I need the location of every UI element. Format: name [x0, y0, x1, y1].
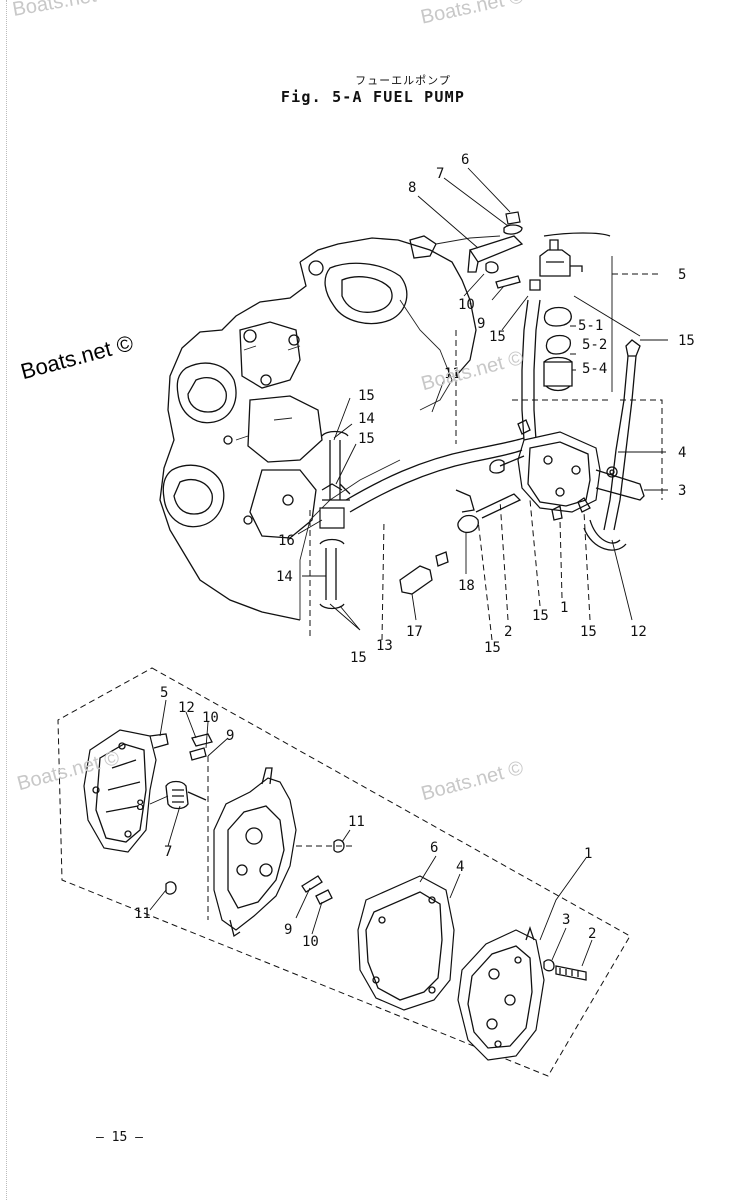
pump-housing-part: [213, 767, 297, 938]
callout-13: 13: [376, 638, 393, 654]
callout-9: 9: [477, 316, 485, 332]
callout-5-2: 5-2: [582, 337, 607, 353]
pump-base-part: [457, 925, 545, 1061]
callout-4: 4: [678, 445, 686, 461]
figure-title: Fig. 5-A FUEL PUMP: [280, 88, 466, 106]
callout-5-4: 5-4: [582, 361, 607, 377]
callout-labels-upper: 6 7 8 5 10 9 15 5-1 5-2 5-4 15 11 4 3 15…: [276, 152, 695, 666]
callout-leaders-lower: [149, 699, 593, 967]
callout-15: 15: [350, 650, 367, 666]
exploded-view-frame: [57, 667, 631, 1077]
gasket-part: [357, 875, 455, 1011]
callout-15: 15: [358, 388, 375, 404]
callout-15: 15: [484, 640, 501, 656]
page-edge-dots: [6, 0, 8, 1200]
callout-14: 14: [276, 569, 293, 585]
callout-labels-lower: 5 12 10 9 8 7 11 11 9 10 6 4 1 3 2: [134, 685, 596, 950]
screw-and-washer-parts: [543, 959, 587, 981]
callout-2: 2: [588, 926, 596, 942]
callout-5-1: 5-1: [578, 318, 603, 334]
callout-8: 8: [408, 180, 416, 196]
callout-5: 5: [678, 267, 686, 283]
callout-10: 10: [458, 297, 475, 313]
pump-cover-part: [83, 729, 169, 853]
callout-16: 16: [278, 533, 295, 549]
callout-3: 3: [562, 912, 570, 928]
callout-6: 6: [461, 152, 469, 168]
callout-18: 18: [458, 578, 475, 594]
callout-15: 15: [489, 329, 506, 345]
callout-12: 12: [178, 700, 195, 716]
callout-7: 7: [164, 844, 172, 860]
callout-14: 14: [358, 411, 375, 427]
callout-15: 15: [678, 333, 695, 349]
callout-1: 1: [584, 846, 592, 862]
callout-11: 11: [348, 814, 365, 830]
callout-9: 9: [284, 922, 292, 938]
callout-15: 15: [532, 608, 549, 624]
figure-title-japanese: フューエルポンプ: [355, 75, 451, 87]
callout-4: 4: [456, 859, 464, 875]
callout-17: 17: [406, 624, 423, 640]
diaphragm-spring-parts: [165, 733, 213, 810]
callout-12: 12: [630, 624, 647, 640]
callout-10: 10: [202, 710, 219, 726]
check-valve-parts: [165, 839, 345, 905]
fuel-hose-13: [319, 430, 525, 610]
callout-6: 6: [430, 840, 438, 856]
callout-11: 11: [444, 366, 461, 382]
callout-9: 9: [226, 728, 234, 744]
callout-leaders-upper: [297, 167, 668, 641]
callout-3: 3: [678, 483, 686, 499]
callout-11: 11: [134, 906, 151, 922]
pump-bracket-parts: [467, 211, 524, 289]
fuel-filter-and-hoses: [521, 232, 641, 551]
callout-7: 7: [436, 166, 444, 182]
callout-10: 10: [302, 934, 319, 950]
callout-1: 1: [560, 600, 568, 616]
callout-15: 15: [580, 624, 597, 640]
callout-2: 2: [504, 624, 512, 640]
callout-5: 5: [160, 685, 168, 701]
fuel-pump-body: [489, 419, 645, 521]
callout-8: 8: [136, 798, 144, 814]
engine-block-drawing: [159, 235, 501, 621]
page-number: — 15 —: [96, 1130, 143, 1145]
callout-15: 15: [358, 431, 375, 447]
